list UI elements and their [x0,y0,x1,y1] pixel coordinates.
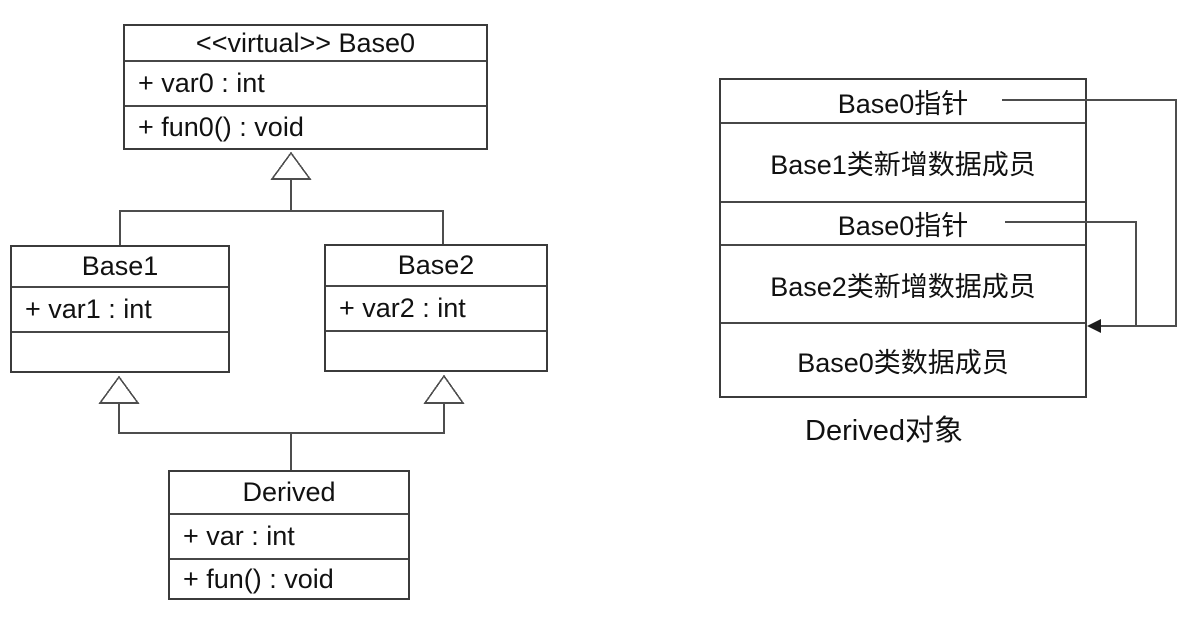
uml-class-base0: <<virtual>> Base0 + var0 : int + fun0() … [123,24,488,150]
uml-class-base2: Base2 + var2 : int [324,244,548,372]
class-attr-var: + var : int [170,513,408,558]
class-attr-var2: + var2 : int [326,285,546,330]
class-attr-var1: + var1 : int [12,286,228,331]
inheritance-triangle-base0-icon [270,151,312,180]
inheritance-triangle-base1-icon [98,375,140,404]
class-title-base2: Base2 [397,250,475,280]
class-title-derived: Derived [242,477,336,507]
class-method-fun0: + fun0() : void [125,105,486,148]
class-title-base1: Base1 [81,251,159,281]
class-empty-section [326,330,546,370]
class-attr-var0: + var0 : int [125,60,486,105]
uml-class-derived: Derived + var : int + fun() : void [168,470,410,600]
class-title-base0: <<virtual>> Base0 [195,27,416,58]
memory-row-base2-members: Base2类新增数据成员 [721,244,1085,322]
memory-layout-table: Base0指针 Base1类新增数据成员 Base0指针 Base2类新增数据成… [719,78,1087,398]
memory-row-base0-pointer-2: Base0指针 [721,201,1085,244]
inheritance-triangle-base2-icon [423,374,465,404]
arrowhead-icon [1087,319,1101,333]
uml-class-base1: Base1 + var1 : int [10,245,230,373]
connector-base0-fork [119,210,444,245]
memory-row-base1-members: Base1类新增数据成员 [721,122,1085,201]
memory-row-base0-pointer-1: Base0指针 [837,88,969,119]
memory-row-base0-members: Base0类数据成员 [721,322,1085,396]
class-method-fun: + fun() : void [170,558,408,598]
connector-derived-fork [118,403,445,434]
memory-table-caption: Derived对象 [805,415,963,447]
class-empty-section [12,331,228,371]
